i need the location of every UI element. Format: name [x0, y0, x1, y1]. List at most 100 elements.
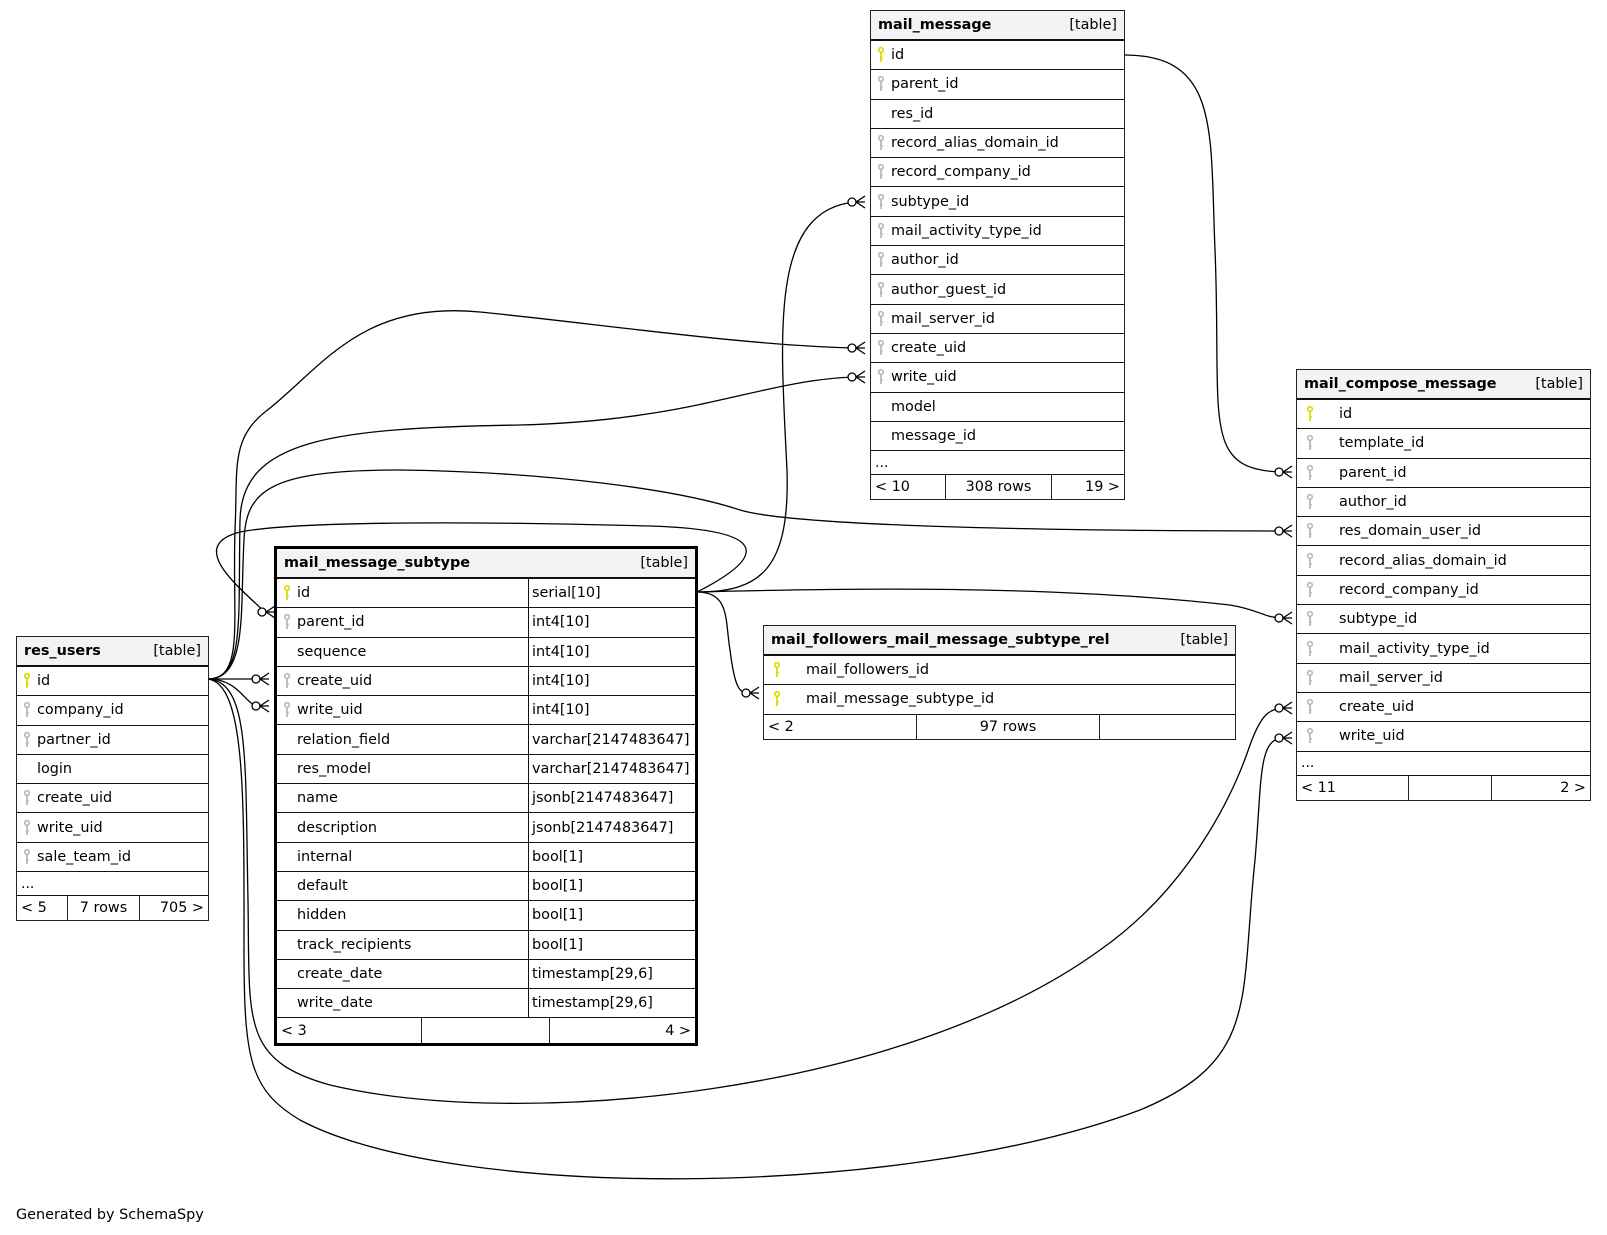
column-row[interactable]: mail_activity_type_id: [871, 217, 1124, 247]
table-footer: < 3 4 >: [277, 1018, 695, 1044]
column-row[interactable]: parent_id: [871, 70, 1124, 100]
footer-parents-link[interactable]: < 2: [764, 714, 917, 739]
footer-children-link[interactable]: 2 >: [1560, 779, 1586, 796]
column-row[interactable]: template_id: [1297, 429, 1590, 459]
column-row[interactable]: login: [17, 755, 208, 785]
table-header[interactable]: mail_followers_mail_message_subtype_rel …: [764, 626, 1235, 656]
column-row[interactable]: model: [871, 393, 1124, 422]
column-row[interactable]: write_uid: [871, 363, 1124, 393]
column-row[interactable]: res_domain_user_id: [1297, 517, 1590, 547]
footer-row-count: 7 rows: [68, 896, 140, 921]
table-mail-followers-mail-message-subtype-rel[interactable]: mail_followers_mail_message_subtype_rel …: [763, 625, 1236, 740]
column-row[interactable]: author_guest_id: [871, 275, 1124, 305]
column-datatype: serial[10]: [528, 579, 695, 608]
column-row[interactable]: id: [17, 667, 208, 697]
footer-children-link[interactable]: [1100, 715, 1235, 739]
table-header[interactable]: res_users [table]: [17, 637, 208, 667]
table-type-label: [table]: [1180, 632, 1228, 648]
column-name: author_id: [891, 252, 959, 269]
footer-children-link[interactable]: 19 >: [1085, 479, 1120, 496]
table-name[interactable]: mail_compose_message: [1304, 376, 1497, 392]
column-row[interactable]: mail_server_id: [871, 305, 1124, 334]
column-row[interactable]: create_uid: [871, 334, 1124, 364]
footer-parents-link[interactable]: < 11: [1297, 775, 1409, 800]
table-header[interactable]: mail_compose_message [table]: [1297, 370, 1590, 400]
column-row[interactable]: res_id: [871, 100, 1124, 129]
table-name[interactable]: mail_message_subtype: [284, 555, 471, 571]
column-row[interactable]: subtype_id: [871, 187, 1124, 217]
column-name: mail_followers_id: [806, 662, 930, 679]
column-row[interactable]: partner_id: [17, 726, 208, 755]
column-row[interactable]: author_id: [871, 246, 1124, 276]
column-name: create_date: [297, 966, 383, 982]
primary-key-icon: [764, 662, 806, 678]
column-row[interactable]: record_alias_domain_id: [871, 129, 1124, 159]
footer-row-count: 97 rows: [917, 714, 1100, 739]
foreign-key-icon: [17, 819, 37, 836]
foreign-key-icon: [277, 614, 297, 630]
column-row[interactable]: record_company_id: [1297, 576, 1590, 606]
table-name[interactable]: mail_followers_mail_message_subtype_rel: [771, 632, 1110, 648]
column-row[interactable]: id: [1297, 400, 1590, 430]
column-row[interactable]: create_uid: [17, 784, 208, 814]
column-row[interactable]: mail_server_id: [1297, 664, 1590, 693]
column-row[interactable]: mail_message_subtype_id: [764, 685, 1235, 715]
column-row[interactable]: create_uid: [1297, 693, 1590, 723]
column-row[interactable]: record_company_id: [871, 158, 1124, 188]
column-name: mail_activity_type_id: [891, 222, 1042, 239]
table-mail-message-subtype[interactable]: mail_message_subtype [table] id serial[10…: [274, 546, 698, 1047]
footer-children-link[interactable]: 4 >: [665, 1022, 691, 1039]
primary-key-icon: [277, 585, 297, 601]
column-row[interactable]: write_uid: [17, 813, 208, 843]
table-header[interactable]: mail_message [table]: [871, 11, 1124, 41]
column-name: record_alias_domain_id: [891, 135, 1059, 152]
column-row[interactable]: company_id: [17, 696, 208, 726]
column-row[interactable]: subtype_id: [1297, 605, 1590, 635]
column-name: mail_server_id: [891, 310, 995, 327]
column-name: login: [37, 761, 73, 778]
column-row[interactable]: author_id: [1297, 488, 1590, 518]
column-row[interactable]: record_alias_domain_id: [1297, 546, 1590, 576]
footer-parents-link[interactable]: < 5: [17, 896, 68, 921]
footer-row-count: 308 rows: [946, 475, 1052, 500]
footer-parents-link[interactable]: < 10: [871, 475, 946, 500]
edge-subtype-to-compose-subtype: [696, 588, 1283, 619]
column-row[interactable]: write_uid: [1297, 722, 1590, 752]
table-header[interactable]: mail_message_subtype [table]: [277, 549, 695, 579]
column-name: record_alias_domain_id: [1339, 552, 1507, 569]
footer-children-link[interactable]: 705 >: [159, 900, 204, 917]
column-row[interactable]: parent_id: [1297, 459, 1590, 488]
table-name[interactable]: mail_message: [878, 17, 992, 33]
column-row[interactable]: mail_activity_type_id: [1297, 634, 1590, 664]
column-row[interactable]: id: [871, 41, 1124, 71]
crows-foot-marker: [847, 195, 866, 209]
more-columns-ellipsis: ...: [1297, 752, 1590, 776]
column-row[interactable]: sale_team_id: [17, 843, 208, 873]
column-row[interactable]: id serial[10]: [277, 579, 695, 609]
foreign-key-icon: [871, 252, 891, 268]
column-name: id: [297, 585, 311, 602]
footer-parents-link[interactable]: < 3: [277, 1018, 422, 1044]
column-row[interactable]: mail_followers_id: [764, 656, 1235, 686]
column-row[interactable]: message_id: [871, 422, 1124, 452]
table-name[interactable]: res_users: [24, 643, 101, 659]
primary-key-icon: [1297, 406, 1339, 422]
column-name: res_model: [297, 760, 371, 777]
